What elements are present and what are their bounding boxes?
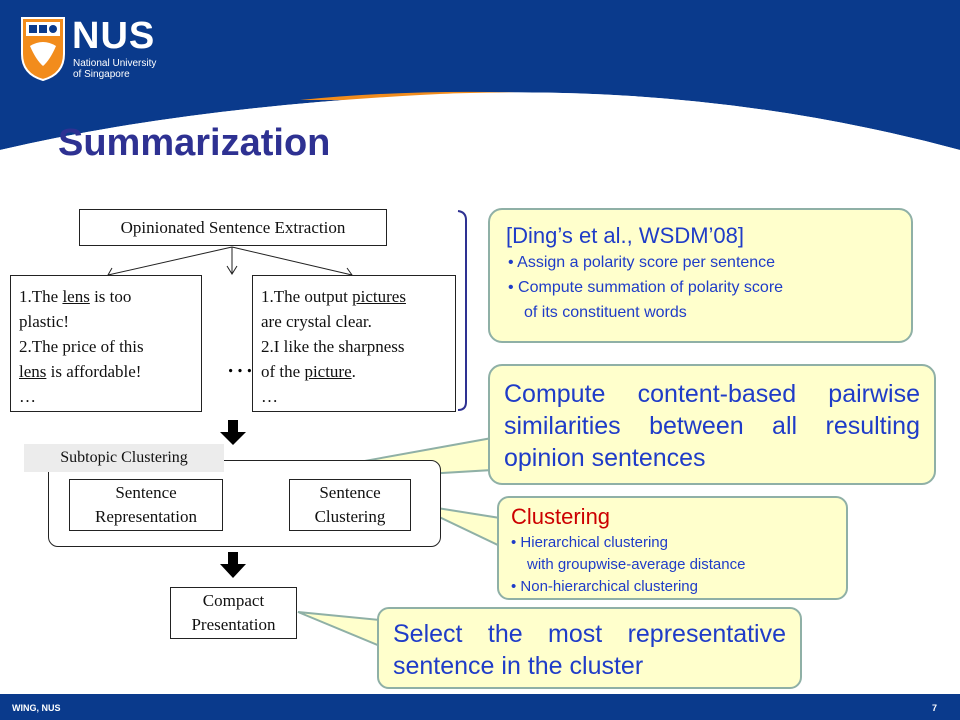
right-line-2: are crystal clear. — [261, 312, 372, 331]
nus-logo: NUS National University of Singapore — [20, 14, 190, 86]
right-line-5: … — [261, 387, 278, 406]
callout-clustering-bullet-2: • Non-hierarchical clustering — [511, 578, 698, 595]
callout-ding-bullet-2: • Compute summation of polarity score — [508, 279, 784, 296]
callout-ding-title: [Ding’s et al., WSDM’08] — [506, 223, 745, 248]
callout-clustering-title: Clustering — [511, 504, 611, 529]
callout-select: Select the most representative sentence … — [377, 607, 802, 689]
callout-similarity-line-1: Compute content-based pairwise — [504, 380, 920, 408]
extraction-box-label: Opinionated Sentence Extraction — [120, 217, 346, 237]
header-background — [0, 0, 960, 230]
left-example-box: 1.The lens is too plastic! 2.The price o… — [10, 275, 202, 412]
logo-line-1: National University — [73, 58, 157, 69]
callout-similarity: Compute content-based pairwise similarit… — [488, 364, 936, 485]
callout-ding: [Ding’s et al., WSDM’08] • Assign a pola… — [488, 208, 913, 343]
left-line-5: … — [19, 387, 36, 406]
compact-line-2: Presentation — [191, 615, 276, 634]
subtopic-clustering-label-text: Subtopic Clustering — [60, 449, 188, 466]
footer-text: WING, NUS — [12, 703, 61, 713]
sentence-clustering-box: Sentence Clustering — [289, 479, 411, 531]
sentence-clustering-line-1: Sentence — [319, 483, 381, 502]
compact-presentation-box: Compact Presentation — [170, 587, 297, 639]
page-number: 7 — [932, 703, 938, 713]
right-example-box: 1.The output pictures are crystal clear.… — [252, 275, 456, 412]
left-line-1: 1.The lens is too — [19, 287, 132, 306]
callout-ding-bullet-1: • Assign a polarity score per sentence — [508, 254, 776, 271]
compact-line-1: Compact — [202, 591, 265, 610]
right-line-4: of the picture. — [261, 362, 356, 381]
left-line-3: 2.The price of this — [19, 337, 144, 356]
logo-wordmark: NUS — [72, 15, 156, 57]
left-line-2: plastic! — [19, 312, 70, 331]
slide-title: Summarization — [58, 122, 331, 164]
callout-select-line-1: Select the most representative — [393, 620, 786, 648]
right-line-1: 1.The output pictures — [261, 287, 406, 306]
callout-clustering-bullet-1: • Hierarchical clustering — [511, 534, 668, 551]
footer-bar: WING, NUS — [0, 694, 960, 720]
right-line-3: 2.I like the sharpness — [261, 337, 405, 356]
callout-similarity-line-3: opinion sentences — [504, 444, 706, 472]
left-line-4: lens is affordable! — [19, 362, 142, 381]
ellipsis: … — [226, 348, 254, 379]
callout-select-line-2: sentence in the cluster — [393, 652, 644, 680]
extraction-box: Opinionated Sentence Extraction — [79, 209, 387, 246]
nus-crest-icon — [21, 17, 65, 82]
callout-ding-bullet-2-cont: of its constituent words — [524, 304, 687, 321]
logo-line-2: of Singapore — [73, 69, 130, 80]
callout-clustering-bullet-1-cont: with groupwise-average distance — [527, 556, 746, 573]
sentence-representation-line-2: Representation — [95, 507, 197, 526]
callout-clustering: Clustering • Hierarchical clustering wit… — [497, 496, 848, 600]
subtopic-clustering-label: Subtopic Clustering — [24, 444, 224, 472]
callout-similarity-line-2: similarities between all resulting — [504, 412, 920, 440]
sentence-representation-box: Sentence Representation — [69, 479, 223, 531]
sentence-clustering-line-2: Clustering — [314, 507, 386, 526]
sentence-representation-line-1: Sentence — [115, 483, 177, 502]
